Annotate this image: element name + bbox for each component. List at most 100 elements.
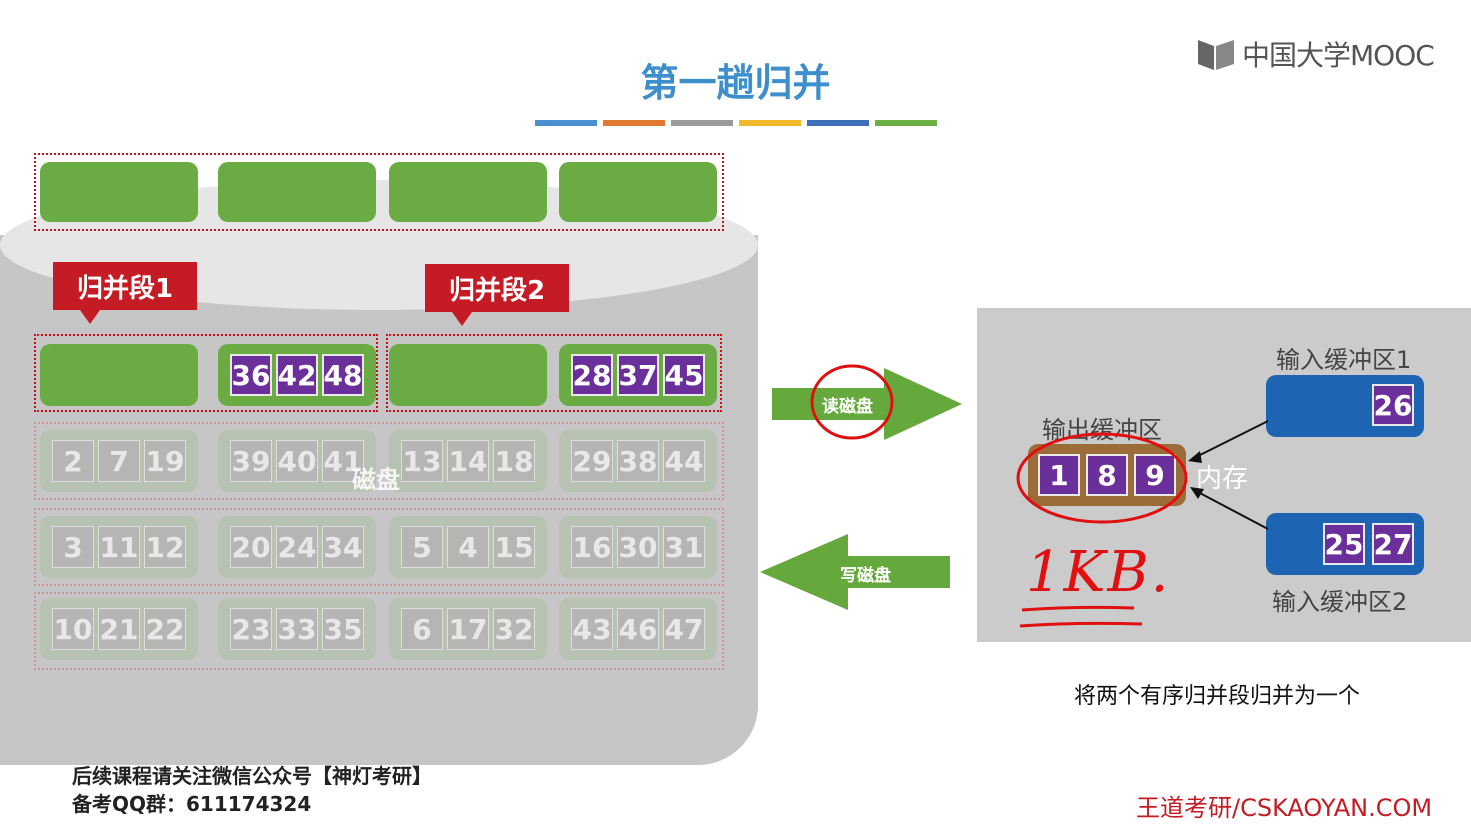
tag-pointer [80, 310, 100, 324]
value-cell: 43 [571, 608, 613, 650]
disk-block: 20 24 34 [218, 516, 376, 578]
value-cell: 22 [144, 608, 186, 650]
faded-row-box [34, 422, 724, 500]
value-cell: 41 [322, 440, 364, 482]
value-cell: 15 [493, 526, 535, 568]
disk-block: 3 11 12 [40, 516, 198, 578]
disk-block-segment1: 36 42 48 [218, 344, 376, 406]
value-cell: 35 [322, 608, 364, 650]
value-cell: 30 [617, 526, 659, 568]
color-bar-segment [603, 120, 665, 126]
value-cell: 25 [1323, 523, 1365, 565]
write-disk-label: 写磁盘 [840, 566, 891, 586]
tag-pointer [452, 312, 472, 326]
disk-block: 10 21 22 [40, 598, 198, 660]
disk-cylinder [0, 235, 758, 765]
disk-block [389, 162, 547, 222]
footer-line-2: 备考QQ群：611174324 [72, 792, 312, 816]
value-cell: 45 [663, 354, 705, 396]
disk-block: 6 17 32 [389, 598, 547, 660]
value-cell: 10 [52, 608, 94, 650]
value-cell: 9 [1134, 454, 1176, 496]
annotation-underline [1019, 605, 1143, 628]
merge-segment-2-box [386, 334, 722, 412]
disk-block: 16 30 31 [559, 516, 717, 578]
value-cell: 20 [230, 526, 272, 568]
value-cell: 48 [322, 354, 364, 396]
disk-block: 39 40 41 [218, 430, 376, 492]
faded-row-box [34, 592, 724, 670]
value-cell: 38 [617, 440, 659, 482]
merge-segment-1-box [34, 334, 378, 412]
disk-block-segment2: 28 37 45 [559, 344, 717, 406]
value-cell: 21 [98, 608, 140, 650]
disk-block [40, 162, 198, 222]
value-cell: 31 [663, 526, 705, 568]
value-cell: 4 [447, 526, 489, 568]
read-disk-label: 读磁盘 [822, 397, 873, 417]
value-cell: 13 [401, 440, 443, 482]
color-bar-segment [671, 120, 733, 126]
value-cell: 8 [1086, 454, 1128, 496]
write-disk-arrow [760, 534, 950, 610]
value-cell: 1 [1038, 454, 1080, 496]
value-cell: 19 [144, 440, 186, 482]
color-bar-segment [807, 120, 869, 126]
disk-block: 5 4 15 [389, 516, 547, 578]
color-bar-segment [739, 120, 801, 126]
disk-block: 43 46 47 [559, 598, 717, 660]
memory-label: 内存 [1196, 464, 1249, 494]
book-icon [1198, 40, 1234, 70]
value-cell: 46 [617, 608, 659, 650]
value-cell: 28 [571, 354, 613, 396]
buffer-arrows [1188, 420, 1269, 530]
value-cell: 44 [663, 440, 705, 482]
value-cell: 36 [230, 354, 272, 396]
disk-block: 13 14 18 [389, 430, 547, 492]
value-cell: 14 [447, 440, 489, 482]
value-cell: 7 [98, 440, 140, 482]
value-cell: 2 [52, 440, 94, 482]
value-cell: 47 [663, 608, 705, 650]
read-disk-circle [810, 364, 894, 440]
page-title: 第一趟归并 [640, 61, 831, 105]
value-cell: 39 [230, 440, 272, 482]
disk-block: 29 38 44 [559, 430, 717, 492]
value-cell: 12 [144, 526, 186, 568]
input-buffer-2-label: 输入缓冲区2 [1272, 588, 1408, 616]
value-cell: 6 [401, 608, 443, 650]
value-cell: 26 [1372, 384, 1414, 426]
value-cell: 32 [493, 608, 535, 650]
value-cell: 17 [447, 608, 489, 650]
value-cell: 18 [493, 440, 535, 482]
color-bar-segment [535, 120, 597, 126]
color-bar-segment [875, 120, 937, 126]
value-cell: 37 [617, 354, 659, 396]
value-cell: 3 [52, 526, 94, 568]
value-cell: 27 [1372, 523, 1414, 565]
disk-block [389, 344, 547, 406]
caption: 将两个有序归并段归并为一个 [1074, 684, 1361, 709]
disk-block [218, 162, 376, 222]
output-buffer: 1 8 9 [1028, 444, 1186, 506]
disk-label: 磁盘 [352, 466, 400, 494]
logo-text: 中国大学MOOC [1242, 39, 1435, 72]
brand-footer: 王道考研/CSKAOYAN.COM [1136, 794, 1433, 822]
value-cell: 24 [276, 526, 318, 568]
merge-segment-1-tag: 归并段1 [53, 262, 197, 310]
disk-block: 23 33 35 [218, 598, 376, 660]
mooc-logo: 中国大学MOOC [1196, 34, 1435, 74]
top-block-group [34, 153, 724, 231]
disk-block [40, 344, 198, 406]
footer-line-1: 后续课程请关注微信公众号【神灯考研】 [72, 764, 432, 788]
output-buffer-circle [1016, 432, 1188, 524]
value-cell: 23 [230, 608, 272, 650]
annotation-1kb: 1KB. [1026, 540, 1171, 605]
read-disk-arrow [772, 368, 962, 440]
value-cell: 33 [276, 608, 318, 650]
value-cell: 42 [276, 354, 318, 396]
input-buffer-1-label: 输入缓冲区1 [1276, 346, 1412, 374]
merge-segment-2-tag: 归并段2 [425, 264, 569, 312]
value-cell: 40 [276, 440, 318, 482]
value-cell: 11 [98, 526, 140, 568]
